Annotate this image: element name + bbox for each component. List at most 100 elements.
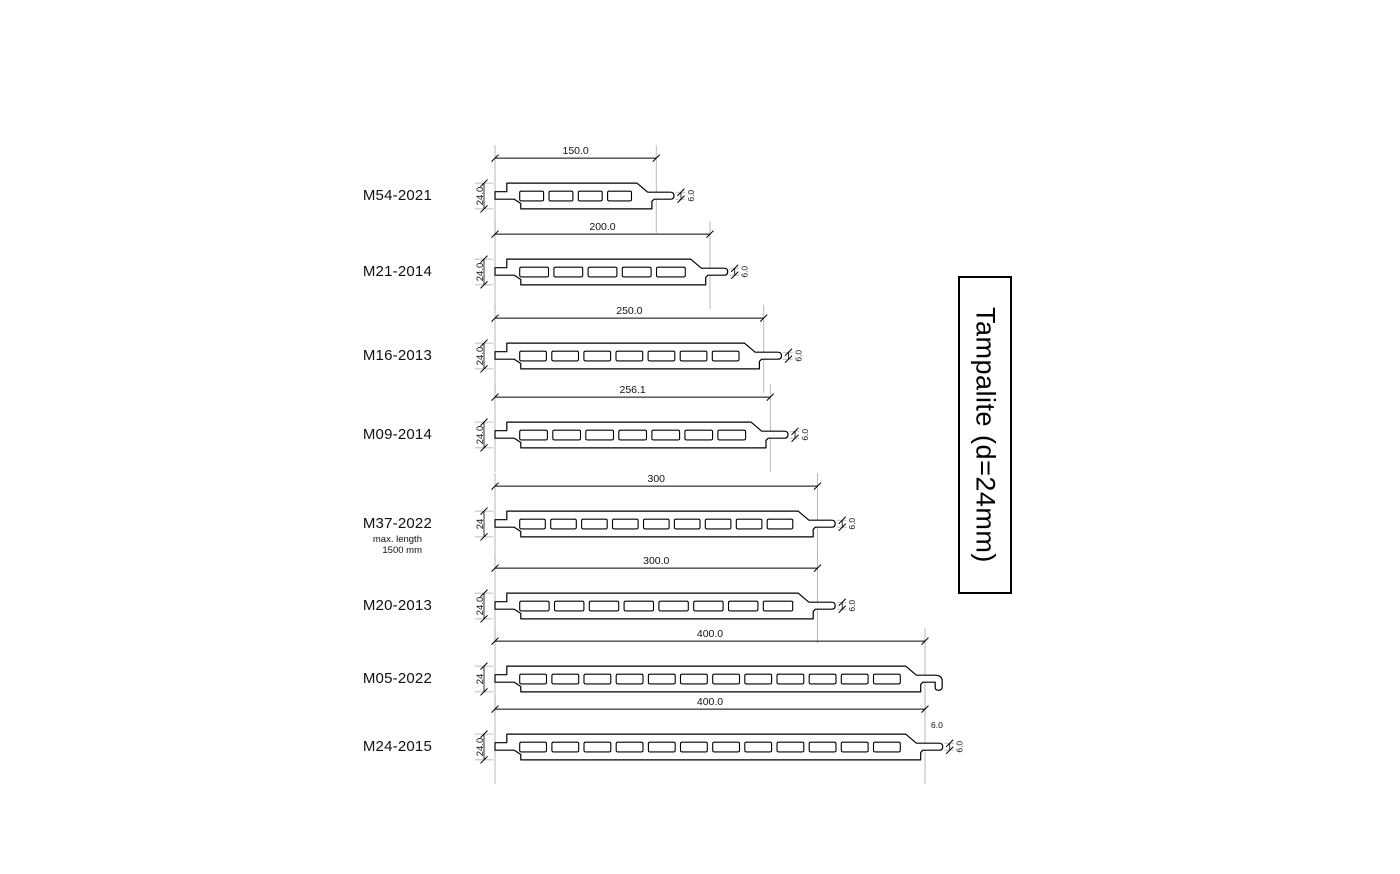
hollow-cell — [519, 190, 545, 202]
svg-text:24: 24 — [475, 674, 486, 685]
hollow-cell — [679, 741, 708, 753]
profile-code-M21-2014: M21-2014 — [362, 263, 432, 280]
hollow-cell — [551, 673, 580, 685]
svg-text:6.0: 6.0 — [847, 600, 857, 612]
hollow-cell — [615, 741, 644, 753]
hollow-cell — [872, 673, 901, 685]
hollow-cell — [704, 518, 732, 530]
hollow-cell — [712, 741, 741, 753]
svg-text:400.0: 400.0 — [697, 696, 723, 708]
hollow-cell — [808, 673, 837, 685]
hollow-cell — [766, 518, 794, 530]
hollow-cell — [621, 266, 652, 278]
hollow-cell — [618, 429, 648, 441]
hollow-cell — [588, 600, 620, 612]
series-title: Tampalite (d=24mm) — [970, 307, 1001, 563]
hollow-cell — [623, 600, 655, 612]
hollow-cell — [583, 741, 612, 753]
profile-cross-section-M24-2015: 400.0 24.0 6.0 6.0 — [475, 696, 965, 784]
hollow-cell — [581, 518, 608, 530]
svg-text:400.0: 400.0 — [697, 628, 723, 640]
svg-text:6.0: 6.0 — [793, 350, 803, 362]
hollow-cell — [519, 518, 546, 530]
profile-code-M20-2013: M20-2013 — [362, 597, 432, 614]
svg-text:24.0: 24.0 — [475, 426, 486, 445]
hollow-cell — [744, 741, 773, 753]
hollow-cell — [727, 600, 759, 612]
hollow-cell — [611, 518, 639, 530]
hollow-cell — [583, 350, 612, 362]
hollow-cell — [519, 600, 550, 612]
hollow-cell — [519, 350, 547, 362]
profile-code-M54-2021: M54-2021 — [362, 187, 432, 204]
hollow-cell — [735, 518, 763, 530]
hollow-cell — [519, 429, 548, 441]
hollow-cell — [712, 673, 741, 685]
profile-drawing-group: 150.0 24.0 6.0 — [475, 145, 696, 233]
hollow-cell — [693, 600, 724, 612]
hollow-cell — [711, 350, 740, 362]
hollow-cell — [548, 190, 574, 202]
svg-text:6.0: 6.0 — [686, 190, 696, 202]
profile-cross-section-M16-2013: 250.0 24.0 6.0 — [475, 305, 803, 393]
profile-drawing-group: 250.0 24.0 6.0 — [475, 305, 803, 393]
profile-drawing-group: 300 24 6.0 — [475, 473, 857, 561]
hollow-cell — [585, 429, 615, 441]
svg-text:6.0: 6.0 — [955, 741, 965, 753]
svg-text:6.0: 6.0 — [931, 720, 943, 730]
hollow-cell — [519, 673, 548, 685]
svg-text:24: 24 — [475, 519, 486, 530]
svg-text:300.0: 300.0 — [643, 555, 669, 567]
hollow-cell — [553, 266, 584, 278]
hollow-cell — [647, 350, 676, 362]
hollow-cell — [551, 350, 580, 362]
svg-text:6.0: 6.0 — [847, 518, 857, 530]
hollow-cell — [607, 190, 633, 202]
profile-code-M37-2022: M37-2022 — [362, 515, 432, 532]
svg-text:24.0: 24.0 — [475, 187, 486, 206]
hollow-cell — [519, 266, 550, 278]
svg-text:6.0: 6.0 — [740, 266, 750, 278]
profile-drawing-group: 300.0 24.0 6.0 — [475, 555, 857, 643]
svg-text:24.0: 24.0 — [475, 263, 486, 282]
hollow-cell — [553, 600, 585, 612]
hollow-cell — [872, 741, 901, 753]
hollow-cell — [762, 600, 794, 612]
svg-text:24.0: 24.0 — [475, 738, 486, 757]
hollow-cell — [550, 518, 577, 530]
hollow-cell — [647, 673, 676, 685]
svg-text:300: 300 — [647, 473, 665, 485]
hollow-cell — [651, 429, 681, 441]
hollow-cell — [587, 266, 618, 278]
profile-code-M16-2013: M16-2013 — [362, 347, 432, 364]
svg-text:24.0: 24.0 — [475, 347, 486, 366]
svg-text:250.0: 250.0 — [616, 305, 642, 317]
hollow-cell — [840, 673, 869, 685]
svg-text:6.0: 6.0 — [800, 429, 810, 441]
profile-cross-section-M20-2013: 300.0 24.0 6.0 — [475, 555, 857, 643]
hollow-cell — [655, 266, 686, 278]
hollow-cell — [744, 673, 773, 685]
svg-text:24.0: 24.0 — [475, 597, 486, 616]
hollow-cell — [840, 741, 869, 753]
hollow-cell — [679, 673, 708, 685]
profile-cross-section-M54-2021: 150.0 24.0 6.0 — [475, 145, 696, 233]
hollow-cell — [684, 429, 714, 441]
profile-code-M05-2022: M05-2022 — [362, 670, 432, 687]
profile-code-M09-2014: M09-2014 — [362, 426, 432, 443]
profile-cross-section-M37-2022: 300 24 6.0 — [475, 473, 857, 561]
profile-code-M24-2015: M24-2015 — [362, 738, 432, 755]
hollow-cell — [647, 741, 676, 753]
hollow-cell — [583, 673, 612, 685]
hollow-cell — [615, 350, 644, 362]
series-title-box: Tampalite (d=24mm) — [958, 276, 1012, 594]
hollow-cell — [519, 741, 548, 753]
svg-text:150.0: 150.0 — [562, 145, 588, 157]
hollow-cell — [552, 429, 582, 441]
hollow-cell — [673, 518, 701, 530]
hollow-cell — [642, 518, 670, 530]
